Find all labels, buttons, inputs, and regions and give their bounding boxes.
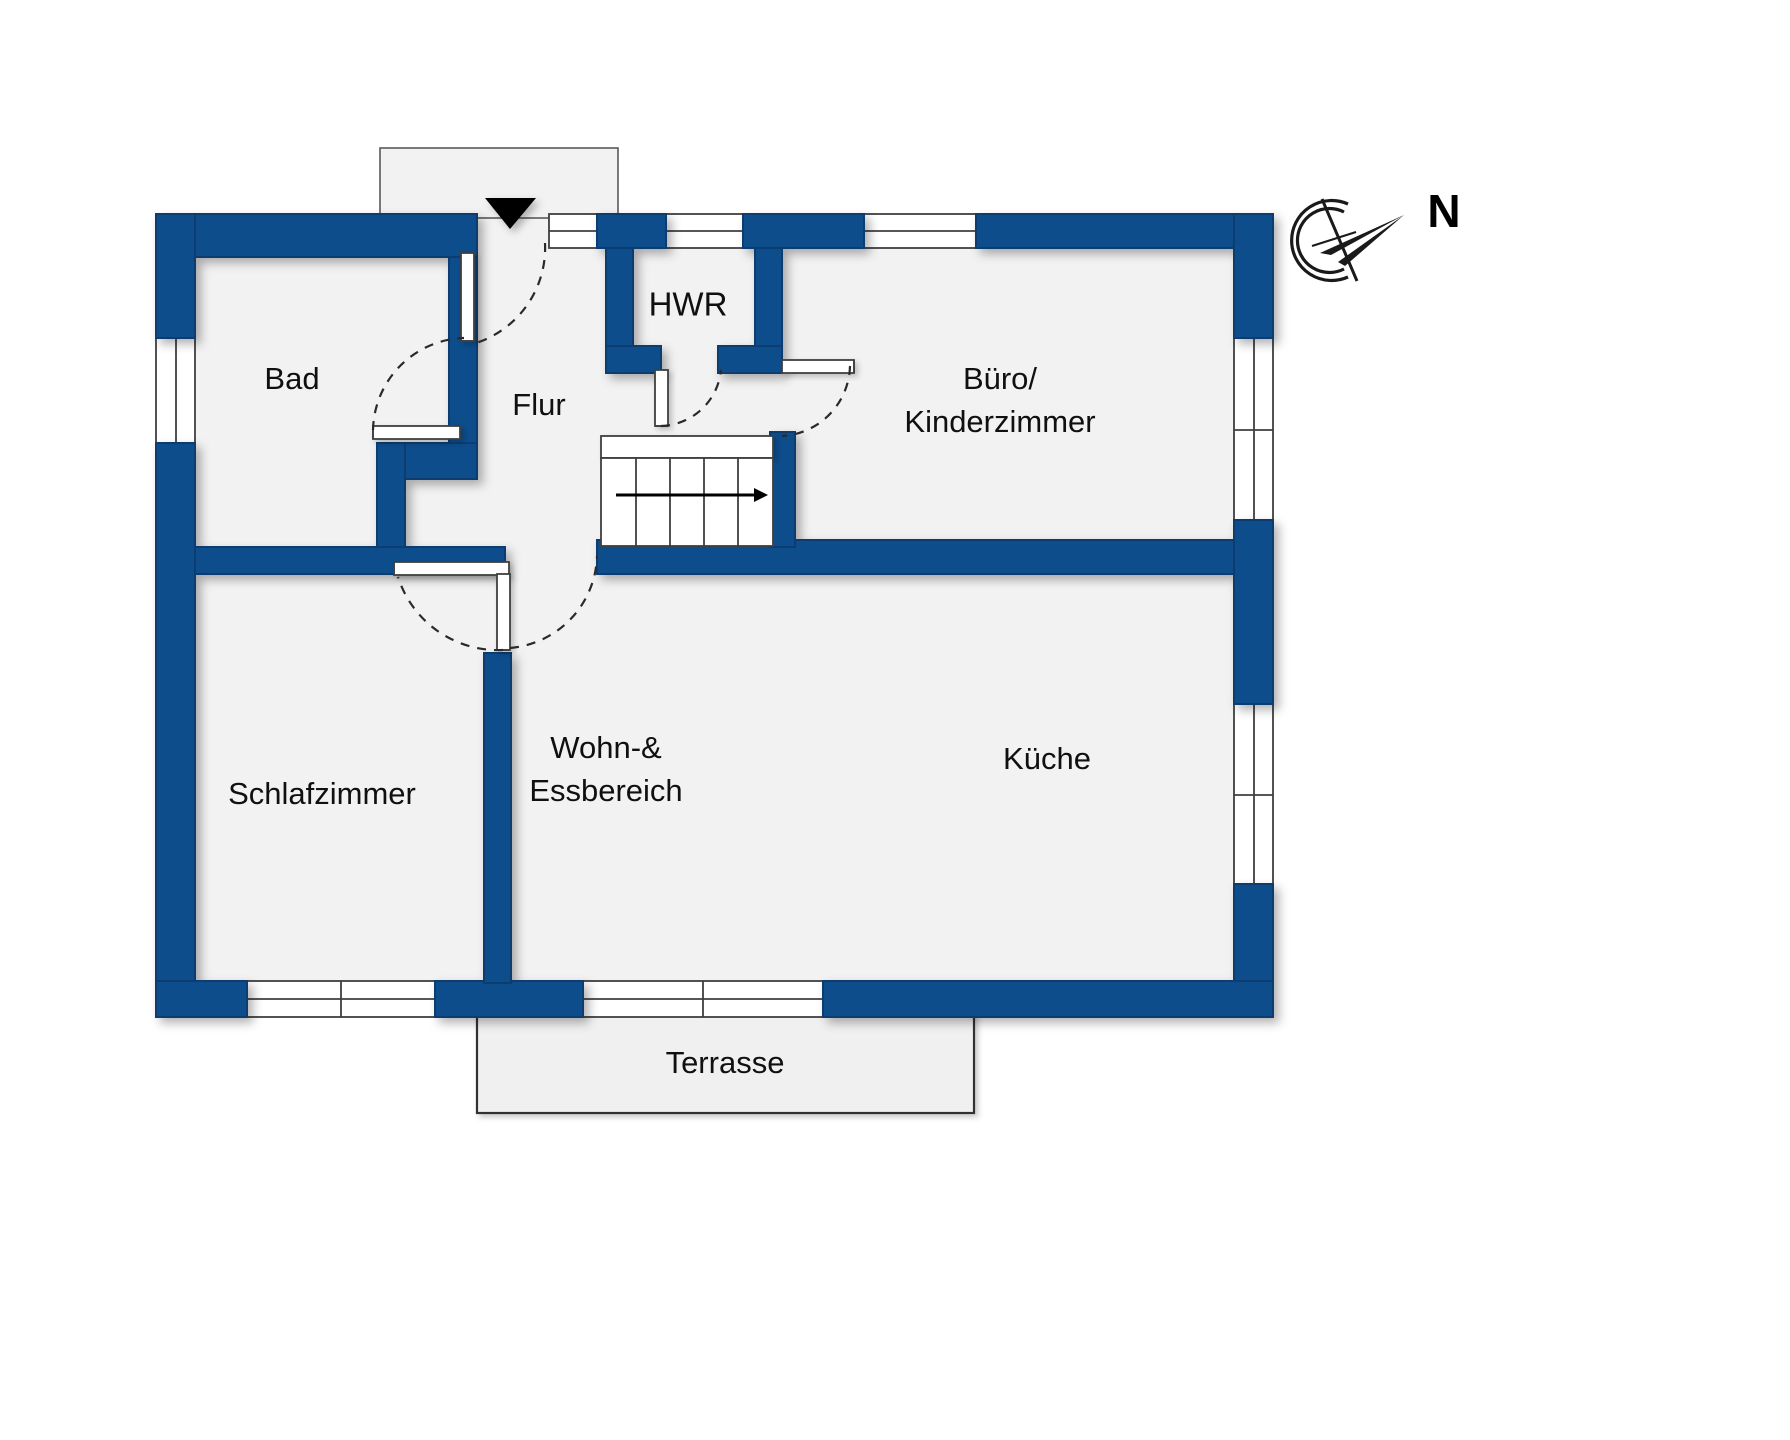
staircase [600,435,774,547]
room-label-flur: Flur [512,387,565,422]
wall-bottom-left [155,980,248,1018]
room-label-schlafzimmer: Schlafzimmer [228,776,416,811]
door-entrance [460,252,475,342]
walls [155,213,1274,1018]
floor-fills [156,147,1273,1115]
wall-left-upper [155,213,196,339]
wall-bad-top [194,213,478,258]
doors [371,242,855,652]
svg-text:Büro/: Büro/ [963,361,1037,396]
wall-top-seg-a [596,213,667,249]
wall-hwr-left-foot [605,345,662,374]
compass-north: N [1290,185,1461,283]
windows [155,213,1274,1018]
svg-text:Kinderzimmer: Kinderzimmer [904,404,1095,439]
room-label-wohnessen: Wohn-& Essbereich [529,730,682,808]
svg-text:Wohn-&: Wohn-& [550,730,662,765]
wall-hwr-right-foot [717,345,783,374]
door-buero [781,359,855,374]
compass-label-north: N [1427,185,1460,237]
wall-schlaf-divider [483,652,512,984]
wall-top-right [975,213,1274,249]
window-top-2 [665,213,744,249]
window-right-1 [1233,337,1274,521]
room-label-kueche: Küche [1003,741,1091,776]
wall-bottom-right [822,980,1274,1018]
door-swing-bad [371,336,465,431]
entrance-arrow-icon [485,198,536,229]
door-bad [372,425,461,440]
wall-top-seg-b [742,213,865,249]
room-label-bad: Bad [264,361,319,396]
window-top-1 [548,213,598,249]
window-top-3 [863,213,977,249]
room-label-terrasse: Terrasse [666,1045,785,1080]
wall-right-upper [1233,213,1274,339]
door-swing-buero [781,365,852,438]
door-hwr [654,369,669,427]
door-schlafzimmer [393,561,510,576]
window-left-1 [155,337,196,444]
room-labels: Bad Flur HWR Büro/ Kinderzimmer Schlafzi… [228,286,1095,1080]
room-label-buero: Büro/ Kinderzimmer [904,361,1095,439]
window-right-2 [1233,703,1274,885]
door-swing-flur-lower [509,555,599,650]
window-bottom-2 [582,980,824,1018]
svg-text:Essbereich: Essbereich [529,773,682,808]
wall-bad-notch-v [376,442,406,551]
room-label-hwr: HWR [649,286,728,323]
wall-left-lower [155,442,196,1018]
wall-right-mid [1233,519,1274,705]
wall-bottom-seg-a [434,980,584,1018]
stair-direction-arrow [616,488,768,502]
door-swing-wohnbereich-left [396,576,504,652]
door-wohnbereich [496,573,511,651]
window-bottom-1 [246,980,436,1018]
wall-stair-right [769,431,796,548]
